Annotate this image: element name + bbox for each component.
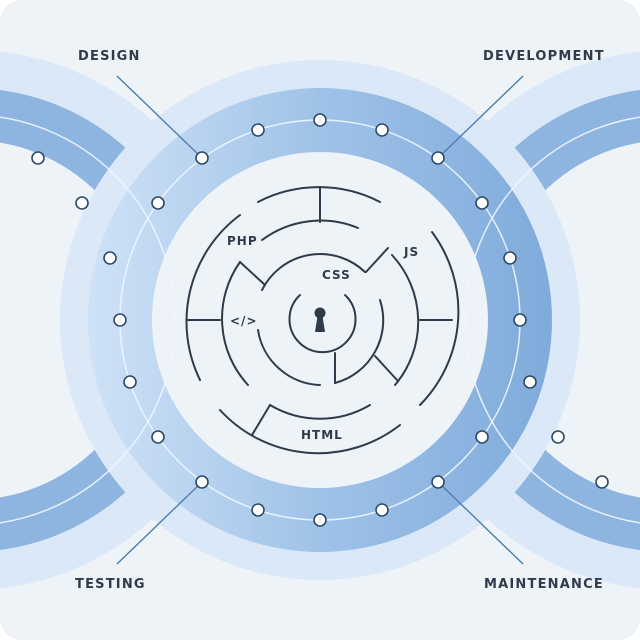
- connectors: [116, 75, 524, 565]
- stage-label-testing: TESTING: [75, 577, 146, 592]
- nodes: [31, 113, 609, 527]
- stage-label-maintenance: MAINTENANCE: [484, 577, 604, 592]
- node-design: [195, 151, 209, 165]
- maze-label-code: </>: [230, 314, 258, 328]
- maintenance-connector: [437, 481, 524, 565]
- keyhole-icon: [314, 307, 326, 332]
- node-development: [431, 151, 445, 165]
- maze-label-html: HTML: [301, 428, 343, 442]
- development-connector: [437, 75, 524, 159]
- node-testing: [195, 475, 209, 489]
- stage-label-design: DESIGN: [78, 49, 141, 64]
- design-connector: [116, 75, 203, 159]
- maze-label-js: JS: [403, 245, 419, 259]
- maze-label-css: CSS: [322, 268, 351, 282]
- maze: [185, 186, 460, 455]
- maze-label-php: PHP: [227, 234, 258, 248]
- testing-connector: [116, 481, 203, 565]
- node-maintenance: [431, 475, 445, 489]
- stage-label-development: DEVELOPMENT: [483, 49, 605, 64]
